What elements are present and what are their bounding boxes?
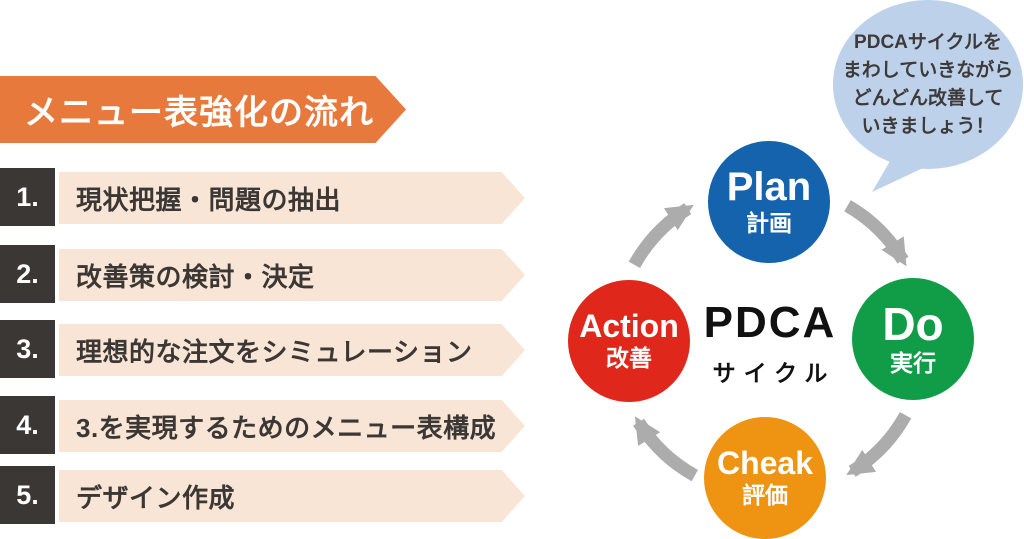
step-label: 理想的な注文をシミュレーション [59,324,525,376]
node-label-ja: 実行 [890,350,936,377]
flow-step-3: 3. 理想的な注文をシミュレーション [0,320,525,378]
pdca-center-label: PDCA サイクル [690,298,850,388]
step-label: 3.を実現するためのメニュー表構成 [59,400,525,452]
flow-title-banner: メニュー表強化の流れ [0,76,406,143]
pdca-center-title: PDCA [703,298,837,347]
node-label-ja: 評価 [742,482,788,509]
step-label: 現状把握・問題の抽出 [59,172,525,224]
speech-bubble: PDCAサイクルを まわしていきながら どんどん改善して いきましょう！ [833,0,1023,169]
node-label-en: Do [882,298,944,351]
node-label-en: Cheak [716,445,814,482]
curved-arrow-action-to-plan-icon [628,203,694,269]
bubble-text-line: まわしていきながら [842,59,1014,81]
bubble-text-line: いきましょう！ [861,115,995,137]
flow-step-2: 2. 改善策の検討・決定 [0,245,525,303]
flow-step-5: 5. デザイン作成 [0,466,525,524]
bubble-text-line: どんどん改善して [852,87,1004,109]
curved-arrow-do-to-check-icon [846,411,912,477]
pdca-node-check: Cheak 評価 [704,417,826,539]
bubble-text-line: PDCAサイクルを [854,31,1002,53]
step-number: 2. [0,245,55,303]
pdca-center-subtitle: サイクル [712,360,836,387]
curved-arrow-check-to-action-icon [633,416,699,482]
step-number: 5. [0,466,55,524]
pdca-node-action: Action 改善 [568,280,690,402]
step-number: 4. [0,396,55,454]
node-label-ja: 改善 [606,345,652,372]
flow-step-1: 1. 現状把握・問題の抽出 [0,168,525,226]
curved-arrow-plan-to-do-icon [844,200,909,267]
flow-step-4: 4. 3.を実現するためのメニュー表構成 [0,396,525,454]
step-number: 3. [0,320,55,378]
flow-title: メニュー表強化の流れ [24,94,374,132]
pdca-node-do: Do 実行 [852,278,974,400]
step-label: 改善策の検討・決定 [59,249,525,301]
node-label-en: Action [579,308,679,345]
pdca-node-plan: Plan 計画 [708,141,830,263]
node-label-ja: 計画 [746,210,792,237]
step-number: 1. [0,168,55,226]
step-label: デザイン作成 [59,470,525,522]
node-label-en: Plan [726,165,812,210]
